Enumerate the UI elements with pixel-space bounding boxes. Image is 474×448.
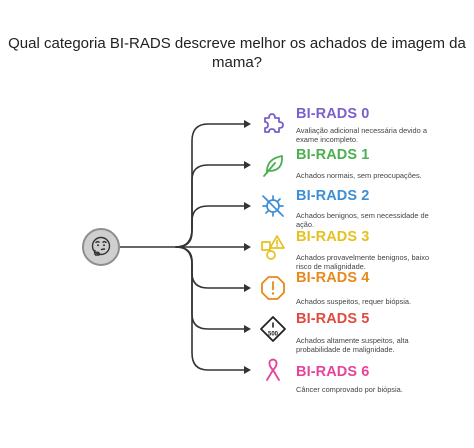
category-5-icon-badge: 500 xyxy=(258,314,288,344)
category-2-icon-badge xyxy=(258,191,288,221)
category-3-icon-badge xyxy=(258,232,288,262)
category-1-description: Achados normais, sem preocupações. xyxy=(296,171,422,180)
category-6-description: Câncer comprovado por biópsia. xyxy=(296,385,403,394)
ribbon-icon xyxy=(266,358,280,381)
category-5-label: BI-RADS 5 xyxy=(296,311,370,327)
title-line-2: mama? xyxy=(211,54,263,71)
category-0-description: Avaliação adicional necessária devido a … xyxy=(296,126,427,144)
category-6-icon-badge xyxy=(258,355,288,385)
category-4-label: BI-RADS 4 xyxy=(296,270,370,286)
category-5-description: Achados altamente suspeitos, alta probab… xyxy=(296,336,409,354)
title-line-1: Qual categoria BI-RADS descreve melhor o… xyxy=(8,35,466,52)
puzzle-icon xyxy=(264,113,284,133)
category-3-label: BI-RADS 3 xyxy=(296,229,370,245)
category-4-description: Achados suspeitos, requer biópsia. xyxy=(296,297,412,306)
category-0-label: BI-RADS 0 xyxy=(296,106,370,122)
category-1-label: BI-RADS 1 xyxy=(296,147,370,163)
hub-circle xyxy=(82,228,120,266)
diagram-title: Qual categoria BI-RADS descreve melhor o… xyxy=(0,34,474,72)
category-1-icon-badge xyxy=(258,150,288,180)
alert-octagon-icon xyxy=(261,276,285,300)
leaf-icon xyxy=(263,155,283,177)
sign-500-icon: 500 xyxy=(260,316,286,342)
sign-500-text: 500 xyxy=(268,332,279,338)
category-3-description: Achados provavelmente benignos, baixo ri… xyxy=(296,253,430,271)
category-4-icon-badge xyxy=(258,273,288,303)
virus-slash-icon xyxy=(262,195,284,217)
category-2-label: BI-RADS 2 xyxy=(296,188,370,204)
category-0-icon-badge xyxy=(258,109,288,139)
category-2-description: Achados benignos, sem necessidade de açã… xyxy=(296,211,429,229)
category-6-label: BI-RADS 6 xyxy=(296,364,370,380)
thinking-face-icon xyxy=(91,236,111,256)
warning-shapes-icon xyxy=(261,235,285,260)
